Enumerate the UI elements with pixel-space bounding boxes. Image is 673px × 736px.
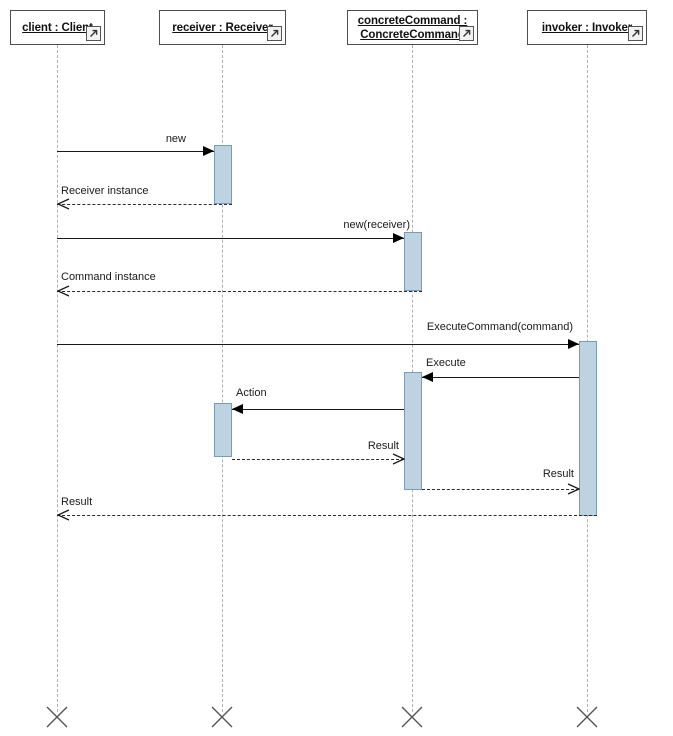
message-line-msg-receiver-instance[interactable] [57,204,232,205]
message-label-msg-execute-command: ExecuteCommand(command) [426,321,573,333]
open-diagram-arrow-icon[interactable] [86,26,101,41]
open-diagram-arrow-icon[interactable] [267,26,282,41]
lifeline-stem-receiver [222,45,223,712]
message-line-msg-result-receiver[interactable] [232,459,404,460]
message-arrowhead-msg-new [203,146,214,156]
message-label-msg-command-instance: Command instance [61,271,156,283]
destruction-marker-receiver [211,706,233,728]
message-label-msg-new-receiver: new(receiver) [343,219,410,231]
message-line-msg-result-client[interactable] [57,515,597,516]
message-arrowhead-msg-action [232,404,243,414]
message-line-msg-result-command[interactable] [422,489,579,490]
message-label-msg-result-client: Result [61,496,93,508]
lifeline-header-label: client : Client [22,21,93,34]
lifeline-header-client[interactable]: client : Client [10,10,105,45]
message-arrowhead-msg-execute [422,372,433,382]
lifeline-stem-client [57,45,58,712]
activation-bar-receiver [214,403,232,457]
destruction-marker-invoker [576,706,598,728]
message-line-msg-execute-command[interactable] [57,344,579,345]
message-line-msg-action[interactable] [232,409,404,410]
message-label-msg-receiver-instance: Receiver instance [61,185,149,197]
message-label-msg-new: new [165,133,186,145]
message-label-msg-result-command: Result [542,468,574,480]
message-label-msg-action: Action [236,387,267,399]
lifeline-header-label: invoker : Invoker [541,21,633,34]
message-label-msg-execute: Execute [426,357,466,369]
destruction-marker-client [46,706,68,728]
lifeline-header-invoker[interactable]: invoker : Invoker [527,10,647,45]
destruction-marker-concreteCommand [401,706,423,728]
message-line-msg-execute[interactable] [422,377,579,378]
message-line-msg-new-receiver[interactable] [57,238,404,239]
message-label-msg-result-receiver: Result [367,440,399,452]
message-arrowhead-msg-execute-command [568,339,579,349]
activation-bar-concreteCommand [404,372,422,490]
activation-bar-receiver [214,145,232,204]
lifeline-header-receiver[interactable]: receiver : Receiver [159,10,286,45]
message-arrowhead-msg-new-receiver [393,233,404,243]
open-diagram-arrow-icon[interactable] [459,26,474,41]
lifeline-header-concreteCommand[interactable]: concreteCommand : ConcreteCommand [347,10,478,45]
message-line-msg-new[interactable] [57,151,214,152]
lifeline-header-label: concreteCommand : ConcreteCommand [357,14,468,41]
activation-bar-concreteCommand [404,232,422,291]
message-line-msg-command-instance[interactable] [57,291,422,292]
lifeline-header-label: receiver : Receiver [172,21,273,34]
open-diagram-arrow-icon[interactable] [628,26,643,41]
activation-bar-invoker [579,341,597,516]
